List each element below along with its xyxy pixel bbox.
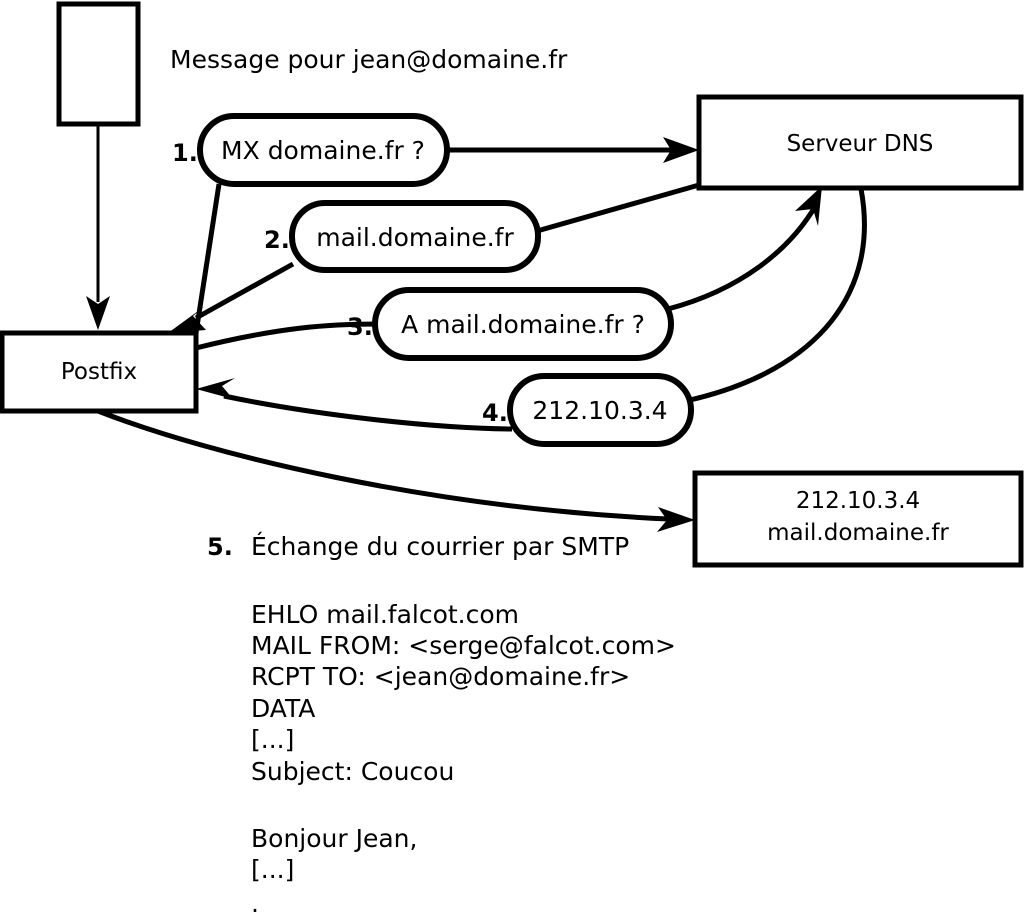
arrowhead-mua-to-postfix xyxy=(86,296,110,330)
edge-step2-dns-to-pill xyxy=(536,182,700,234)
step-number-5: 5. xyxy=(207,533,233,561)
transcript-line-5: [...] xyxy=(251,725,294,754)
node-postfix-label: Postfix xyxy=(61,359,137,385)
pill-step4-label: 212.10.3.4 xyxy=(532,396,667,425)
arrowhead-step1-to-dns xyxy=(663,137,699,163)
edge-step5-postfix-to-mailserver xyxy=(97,408,669,522)
node-mailserver-ip: 212.10.3.4 xyxy=(796,488,920,514)
arrowhead-step3-to-dns xyxy=(795,186,822,226)
arrowhead-step5-to-mailserver xyxy=(657,507,695,532)
pill-step3 xyxy=(372,287,674,361)
pill-step4 xyxy=(507,373,694,447)
transcript-line-8: Bonjour Jean, xyxy=(251,824,417,853)
step-5-label: Échange du courrier par SMTP xyxy=(251,532,629,561)
transcript-line-6: Subject: Coucou xyxy=(251,757,454,786)
step-number-2: 2. xyxy=(264,226,290,254)
transcript-line-3: RCPT TO: <jean@domaine.fr> xyxy=(251,662,630,691)
step-number-3: 3. xyxy=(347,313,373,341)
node-postfix-box xyxy=(0,330,199,414)
pill-step2-label: mail.domaine.fr xyxy=(316,223,514,252)
transcript-line-2: MAIL FROM: <serge@falcot.com> xyxy=(251,631,676,660)
edge-step1-postfix-to-pill xyxy=(193,183,222,334)
node-mailserver-host: mail.domaine.fr xyxy=(767,520,949,546)
arrowhead-step4-to-postfix xyxy=(196,378,235,399)
arrowhead-step2-to-postfix xyxy=(168,306,206,333)
transcript-line-9: [...] xyxy=(251,855,294,884)
step-number-4: 4. xyxy=(482,399,508,427)
edge-step4-dns-to-pill xyxy=(689,188,867,403)
pill-step3-label: A mail.domaine.fr ? xyxy=(401,310,645,339)
edge-step4-pill-to-postfix xyxy=(223,393,513,432)
node-dns-box xyxy=(696,94,1024,191)
pill-step1 xyxy=(197,113,450,187)
edge-step3-postfix-to-pill xyxy=(195,321,379,351)
transcript-line-1: EHLO mail.falcot.com xyxy=(251,600,519,629)
edge-step2-pill-to-postfix xyxy=(194,261,295,321)
transcript-line-4: DATA xyxy=(251,694,315,723)
transcript-line-10: . xyxy=(251,889,259,918)
node-dns-label: Serveur DNS xyxy=(787,131,934,157)
pill-step2 xyxy=(289,200,541,273)
step-number-1: 1. xyxy=(172,139,198,167)
pill-step1-label: MX domaine.fr ? xyxy=(221,136,425,165)
node-mailserver-box xyxy=(692,470,1024,568)
node-mua-box xyxy=(56,1,141,127)
diagram-caption: Message pour jean@domaine.fr xyxy=(170,45,568,74)
edge-step3-pill-to-dns xyxy=(667,203,819,312)
